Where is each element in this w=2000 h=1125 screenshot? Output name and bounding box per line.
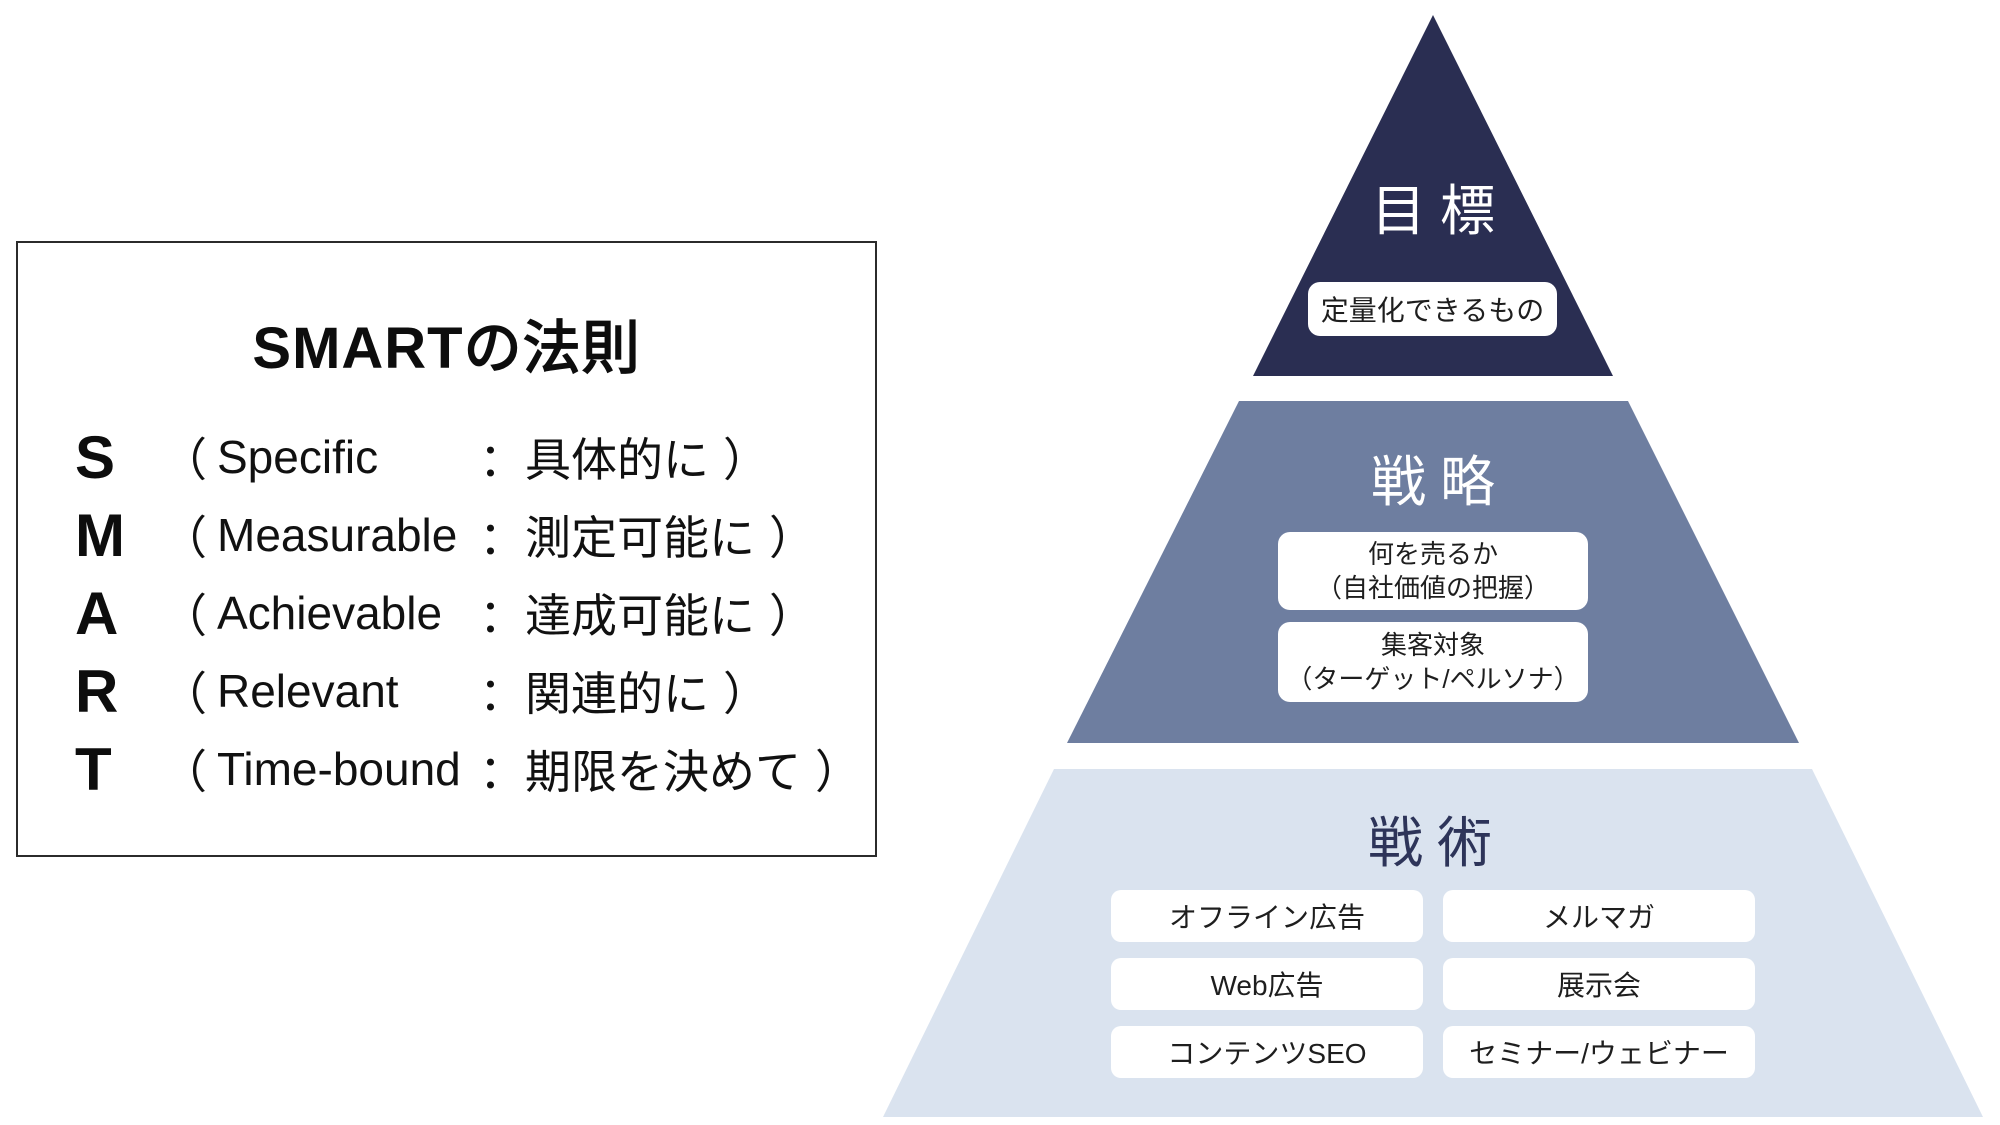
strategy-box-line2: （ターゲット/ペルソナ） xyxy=(1286,664,1580,694)
tactic-box-text: Web広告 xyxy=(1210,970,1324,1001)
open-paren: （ xyxy=(161,746,207,798)
open-paren: （ xyxy=(161,590,207,642)
tactic-box-text: メルマガ xyxy=(1542,902,1655,933)
close-paren: ） xyxy=(769,512,815,564)
strategy-box-line1: 集客対象 xyxy=(1380,630,1485,660)
strategy-box-line2: （自社価値の把握） xyxy=(1315,573,1550,603)
smart-meaning: 達成可能に xyxy=(525,590,755,642)
strategy-box-what-to-sell: 何を売るか （自社価値の把握） xyxy=(1278,532,1588,610)
close-paren: ） xyxy=(723,668,769,720)
tier-tactics-label: 戦術 xyxy=(1367,812,1506,874)
smart-row-measurable: M （ Measurable ： 測定可能に ） xyxy=(75,496,855,574)
smart-letter: M xyxy=(75,501,125,569)
colon: ： xyxy=(479,590,525,642)
tactic-box-text: 展示会 xyxy=(1556,970,1641,1001)
smart-term: Relevant xyxy=(217,665,399,717)
strategy-box-target-audience: 集客対象 （ターゲット/ペルソナ） xyxy=(1278,622,1588,702)
smart-term: Measurable xyxy=(217,509,458,561)
tactic-box-seminar-webinar: セミナー/ウェビナー xyxy=(1443,1026,1755,1078)
smart-rule-panel: SMARTの法則 S （ Specific ： 具体的に ） M （ Measu… xyxy=(16,241,877,857)
tactic-box-text: セミナー/ウェビナー xyxy=(1469,1038,1729,1069)
smart-term: Achievable xyxy=(217,587,443,639)
open-paren: （ xyxy=(161,434,207,486)
tactic-box-web-ads: Web広告 xyxy=(1111,958,1423,1010)
smart-meaning: 関連的に xyxy=(525,668,709,720)
goal-box: 定量化できるもの xyxy=(1308,282,1557,336)
smart-row-timebound: T （ Time-bound ： 期限を決めて ） xyxy=(75,730,861,808)
smart-panel-title: SMARTの法則 xyxy=(252,316,641,381)
smart-rows: S （ Specific ： 具体的に ） M （ Measurable ： 測… xyxy=(75,418,861,808)
smart-letter: T xyxy=(75,735,112,803)
close-paren: ） xyxy=(723,434,769,486)
smart-meaning: 具体的に xyxy=(525,434,709,486)
tactic-box-exhibition: 展示会 xyxy=(1443,958,1755,1010)
smart-letter: S xyxy=(75,423,116,491)
close-paren: ） xyxy=(815,746,861,798)
colon: ： xyxy=(479,668,525,720)
open-paren: （ xyxy=(161,668,207,720)
open-paren: （ xyxy=(161,512,207,564)
smart-row-specific: S （ Specific ： 具体的に ） xyxy=(75,418,855,496)
smart-row-achievable: A （ Achievable ： 達成可能に ） xyxy=(75,574,855,652)
goal-box-text: 定量化できるもの xyxy=(1320,295,1545,326)
strategy-box-line1: 何を売るか xyxy=(1367,539,1498,569)
smart-meaning: 測定可能に xyxy=(525,512,755,564)
smart-term: Specific xyxy=(217,431,379,483)
tactic-box-text: コンテンツSEO xyxy=(1167,1038,1367,1069)
tactic-box-content-seo: コンテンツSEO xyxy=(1111,1026,1423,1078)
colon: ： xyxy=(479,746,525,798)
smart-letter: R xyxy=(75,657,119,725)
tier-strategy-label: 戦略 xyxy=(1370,451,1509,513)
smart-meaning: 期限を決めて xyxy=(525,746,801,798)
tactic-box-offline-ads: オフライン広告 xyxy=(1111,890,1423,942)
smart-row-relevant: R （ Relevant ： 関連的に ） xyxy=(75,652,855,730)
smart-letter: A xyxy=(75,579,119,647)
colon: ： xyxy=(479,434,525,486)
smart-term: Time-bound xyxy=(217,743,461,795)
tier-goal-label: 目標 xyxy=(1370,180,1509,242)
colon: ： xyxy=(479,512,525,564)
tactic-box-newsletter: メルマガ xyxy=(1443,890,1755,942)
close-paren: ） xyxy=(769,590,815,642)
tactic-box-text: オフライン広告 xyxy=(1168,902,1365,933)
